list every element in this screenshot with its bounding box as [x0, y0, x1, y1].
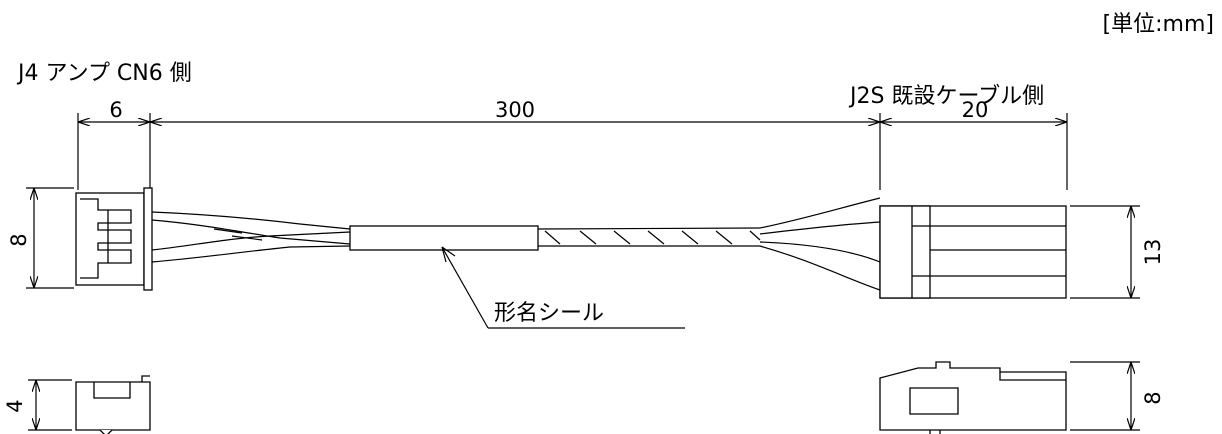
right-connector	[879, 205, 1067, 299]
left-depth-dimension	[28, 379, 72, 431]
right-depth-dimension	[1070, 361, 1140, 431]
part-label: 形名シール	[494, 301, 604, 326]
right-connector-label: J2S 既設ケーブル側	[848, 84, 1044, 109]
top-dimensions	[77, 113, 1068, 190]
dim-right-length: 20	[962, 98, 989, 122]
left-connector	[75, 187, 153, 291]
dim-left-depth: 4	[3, 399, 27, 412]
unit-label: [単位:mm]	[1103, 12, 1214, 37]
part-label-leader	[441, 246, 685, 329]
right-height-dimension	[1070, 205, 1140, 299]
dim-left-length: 6	[109, 98, 122, 122]
left-connector-label: J4 アンプ CN6 側	[16, 61, 192, 86]
label-sleeve	[349, 225, 539, 251]
dim-right-depth: 8	[1141, 391, 1165, 404]
left-connector-side-view	[75, 375, 151, 434]
dim-left-height: 8	[7, 233, 31, 246]
dim-right-height: 13	[1141, 239, 1165, 266]
cable-wires	[151, 197, 881, 291]
dim-cable-length: 300	[495, 98, 535, 122]
right-connector-side-view	[879, 361, 1067, 434]
left-height-dimension	[26, 187, 74, 289]
